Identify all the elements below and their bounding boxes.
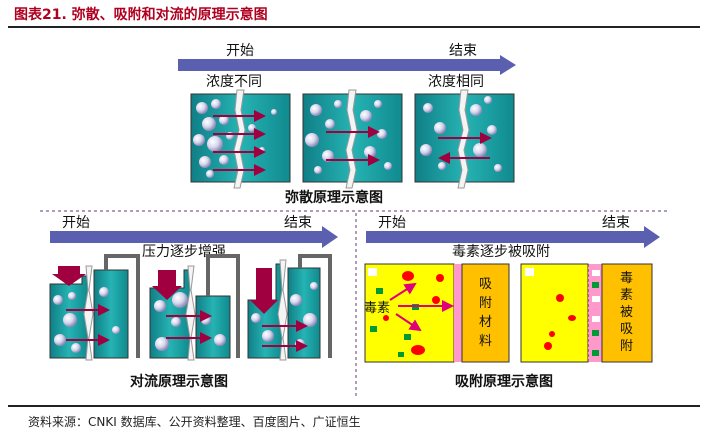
svg-text:素: 素 [620, 288, 633, 303]
adsorption-particles-after [525, 268, 600, 356]
adsorption-adsorbed-label: 毒 素 被 吸 附 [620, 271, 633, 354]
adsorption-panel-after-membrane [588, 264, 602, 362]
bottom-rule [8, 405, 700, 407]
adsorption-process-label: 毒素逐步被吸附 [452, 244, 550, 260]
top-rule [8, 26, 700, 28]
convection-progress-arrow [50, 226, 338, 248]
diffusion-state-right-label: 浓度相同 [428, 74, 484, 90]
svg-text:吸: 吸 [620, 322, 633, 337]
adsorption-start-label: 开始 [378, 215, 406, 231]
svg-text:毒: 毒 [620, 271, 633, 286]
svg-text:附: 附 [479, 296, 492, 311]
diffusion-start-label: 开始 [226, 43, 254, 59]
convection-start-label: 开始 [62, 215, 90, 231]
adsorption-caption: 吸附原理示意图 [455, 373, 553, 390]
adsorption-panel-after-material [601, 263, 653, 363]
adsorption-panel-before-material [461, 263, 510, 363]
adsorption-end-label: 结束 [602, 215, 630, 231]
convection-section: 开始 结束 压力逐步增强 [49, 215, 338, 390]
adsorption-material-label: 吸 附 材 料 [479, 277, 492, 349]
diffusion-caption: 弥散原理示意图 [285, 189, 383, 206]
convection-end-label: 结束 [284, 215, 312, 231]
svg-text:被: 被 [620, 305, 633, 320]
diffusion-end-label: 结束 [449, 43, 477, 59]
svg-text:料: 料 [479, 334, 492, 349]
adsorption-toxin-label: 毒素 [364, 301, 390, 316]
diffusion-flow-arrows [213, 110, 492, 176]
convection-flow-arrows [66, 304, 308, 352]
diffusion-section: 开始 结束 浓度不同 浓度相同 [178, 43, 516, 206]
svg-text:材: 材 [479, 315, 492, 330]
adsorption-panel-after-yellow [520, 263, 589, 363]
figure-title: 图表21. 弥散、吸附和对流的原理示意图 [14, 7, 268, 23]
convection-pressure-arrows [52, 266, 278, 314]
convection-process-label: 压力逐步增强 [142, 244, 226, 260]
adsorption-section: 开始 结束 毒素逐步被吸附 毒素 吸 附 材 [364, 215, 660, 390]
convection-pipes [104, 254, 332, 358]
convection-membranes [83, 259, 288, 361]
convection-caption: 对流原理示意图 [130, 373, 228, 390]
adsorption-panel-before-membrane [454, 264, 462, 362]
source-note: 资料来源：CNKI 数据库、公开资料整理、百度图片、广证恒生 [28, 415, 361, 429]
diffusion-progress-arrow [178, 55, 516, 75]
adsorption-toxin-arrows [389, 282, 454, 332]
svg-text:吸: 吸 [479, 277, 492, 292]
diffusion-state-left-label: 浓度不同 [206, 74, 262, 90]
svg-text:附: 附 [620, 339, 633, 354]
adsorption-progress-arrow [366, 226, 660, 248]
